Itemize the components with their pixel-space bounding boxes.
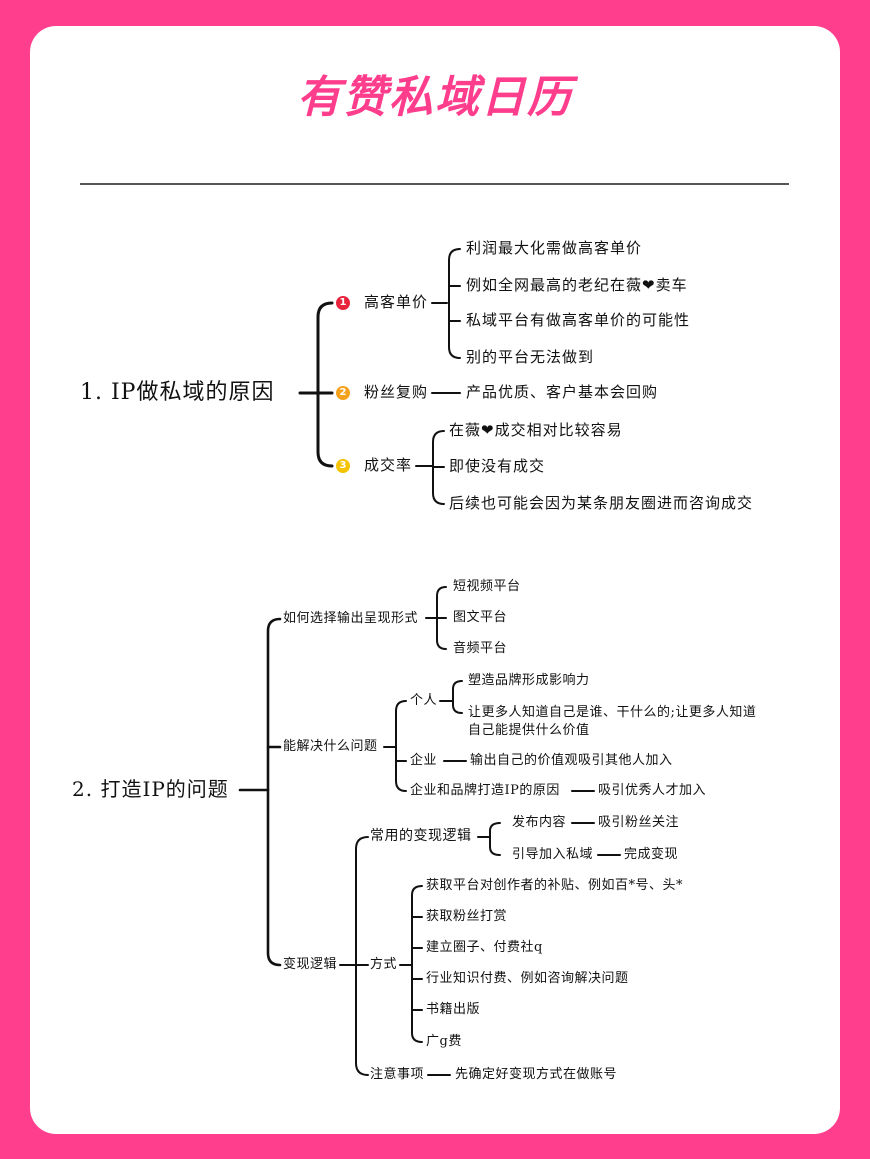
- leaf-text: 获取平台对创作者的补贴、例如百*号、头*: [426, 878, 684, 893]
- leaf-text: 广g费: [426, 1034, 462, 1049]
- branch-conversion: 成交率: [364, 456, 413, 474]
- leaf-text: 自己能提供什么价值: [468, 723, 590, 738]
- branch-output-form: 如何选择输出呈现形式: [283, 611, 419, 626]
- node-company-brand: 企业和品牌打造IP的原因: [410, 783, 560, 798]
- badge-3-icon: 3: [336, 459, 350, 473]
- leaf-text: 完成变现: [624, 847, 679, 862]
- leaf-text: 别的平台无法做到: [466, 348, 595, 366]
- leaf-text: 图文平台: [453, 610, 508, 625]
- badge-2-icon: 2: [336, 386, 350, 400]
- leaf-text: 短视频平台: [453, 579, 521, 594]
- leaf-text: 在薇❤成交相对比较容易: [449, 421, 623, 439]
- node-publish: 发布内容: [512, 815, 567, 830]
- leaf-text: 私域平台有做高客单价的可能性: [466, 311, 691, 329]
- leaf-text: 让更多人知道自己是谁、干什么的;让更多人知道: [468, 705, 757, 720]
- branch-repurchase: 粉丝复购: [364, 383, 429, 401]
- node-person: 个人: [410, 693, 438, 708]
- title-divider: [80, 183, 789, 185]
- node-guide-private: 引导加入私域: [512, 847, 594, 862]
- badge-1-icon: 1: [336, 296, 350, 310]
- node-methods: 方式: [370, 957, 398, 972]
- leaf-text: 获取粉丝打赏: [426, 909, 508, 924]
- leaf-text: 建立圈子、付费社q: [426, 940, 543, 955]
- leaf-text: 吸引优秀人才加入: [598, 783, 707, 798]
- leaf-text: 即使没有成交: [449, 457, 546, 475]
- section1-root: 1. IP做私域的原因: [80, 380, 275, 405]
- node-notes: 注意事项: [370, 1067, 425, 1082]
- page-title: 有赞私域日历: [297, 72, 573, 123]
- leaf-text: 塑造品牌形成影响力: [468, 673, 590, 688]
- leaf-text: 利润最大化需做高客单价: [466, 239, 643, 257]
- leaf-text: 书籍出版: [426, 1002, 481, 1017]
- section2-root: 2. 打造IP的问题: [72, 777, 229, 801]
- leaf-text: 后续也可能会因为某条朋友圈进而咨询成交: [449, 494, 754, 512]
- branch-high-price: 高客单价: [364, 293, 429, 311]
- leaf-text: 吸引粉丝关注: [598, 815, 680, 830]
- leaf-text: 先确定好变现方式在做账号: [455, 1067, 618, 1082]
- leaf-text: 产品优质、客户基本会回购: [466, 383, 659, 401]
- branch-monetization: 变现逻辑: [283, 957, 338, 972]
- leaf-text: 输出自己的价值观吸引其他人加入: [470, 753, 673, 768]
- leaf-text: 音频平台: [453, 641, 508, 656]
- content-card: [30, 26, 840, 1134]
- leaf-text: 行业知识付费、例如咨询解决问题: [426, 971, 629, 986]
- node-common-logic: 常用的变现逻辑: [370, 828, 472, 844]
- leaf-text: 例如全网最高的老纪在薇❤卖车: [466, 276, 688, 294]
- branch-problems: 能解决什么问题: [283, 739, 378, 754]
- node-company: 企业: [410, 753, 438, 768]
